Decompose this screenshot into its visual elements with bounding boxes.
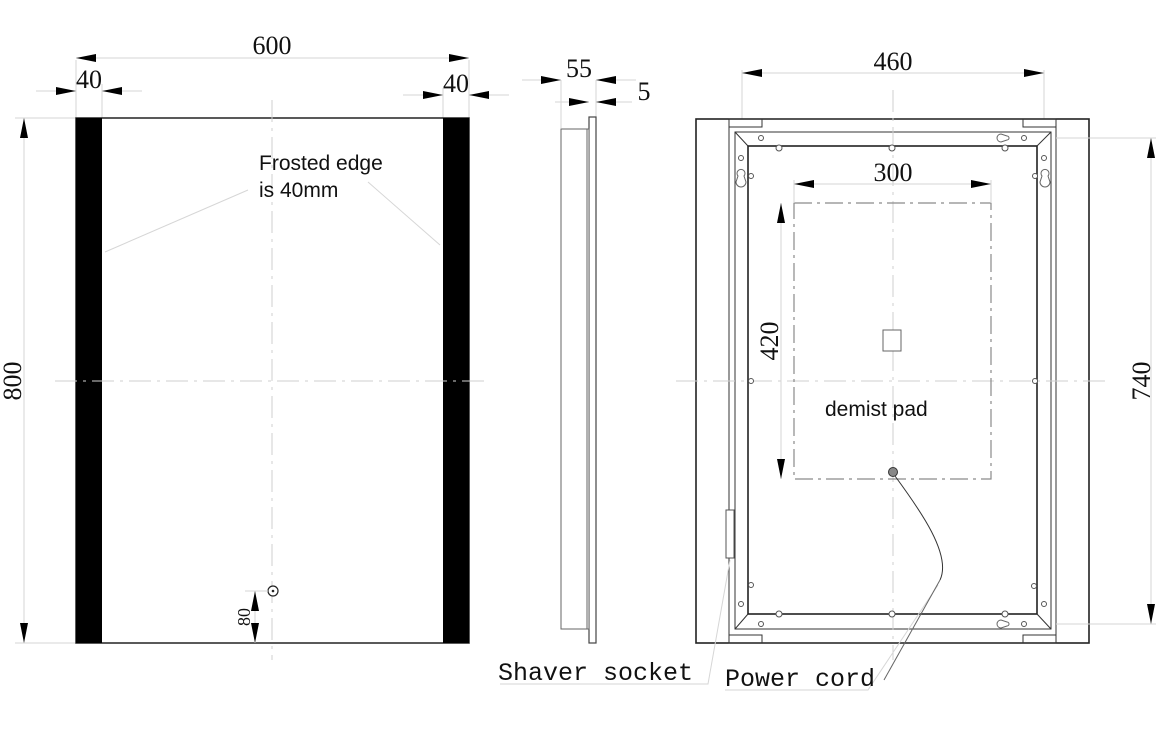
left-edge-dimension: 40 xyxy=(76,65,102,94)
height-dimension: 800 xyxy=(0,362,27,401)
glass-thickness-dimension: 5 xyxy=(638,77,651,106)
front-view: 600 40 40 800 Frosted edge is 40mm 80 xyxy=(0,31,509,660)
side-view: 55 5 xyxy=(522,54,651,644)
callouts: Shaver socket Power cord xyxy=(498,559,941,694)
frosted-edge-note-line1: Frosted edge xyxy=(259,152,383,175)
screw-icons xyxy=(738,135,1047,627)
pad-width-dimension: 300 xyxy=(874,158,913,187)
demist-pad-label: demist pad xyxy=(825,398,928,421)
pad-height-dimension: 420 xyxy=(755,322,784,361)
shaver-socket-label: Shaver socket xyxy=(498,659,693,688)
keyhole-hanger-icons xyxy=(735,133,1051,629)
sensor-offset-dimension: 80 xyxy=(234,608,254,626)
frosted-edge-note-line2: is 40mm xyxy=(259,179,338,202)
side-glass xyxy=(588,116,597,644)
shaver-socket-icon xyxy=(725,509,735,559)
frame-height-dimension: 740 xyxy=(1127,362,1156,401)
cord-grommet-icon xyxy=(888,467,898,477)
frame-width-dimension: 460 xyxy=(874,47,913,76)
power-cord-line xyxy=(894,475,944,581)
pad-connector-icon xyxy=(882,329,902,352)
rear-view: 460 xyxy=(676,47,1156,660)
demist-pad-outline xyxy=(793,202,992,480)
depth-dimension: 55 xyxy=(566,54,592,83)
width-dimension: 600 xyxy=(253,31,292,60)
power-cord-label: Power cord xyxy=(725,665,875,694)
right-edge-dimension: 40 xyxy=(443,69,469,98)
side-frame xyxy=(560,128,590,630)
